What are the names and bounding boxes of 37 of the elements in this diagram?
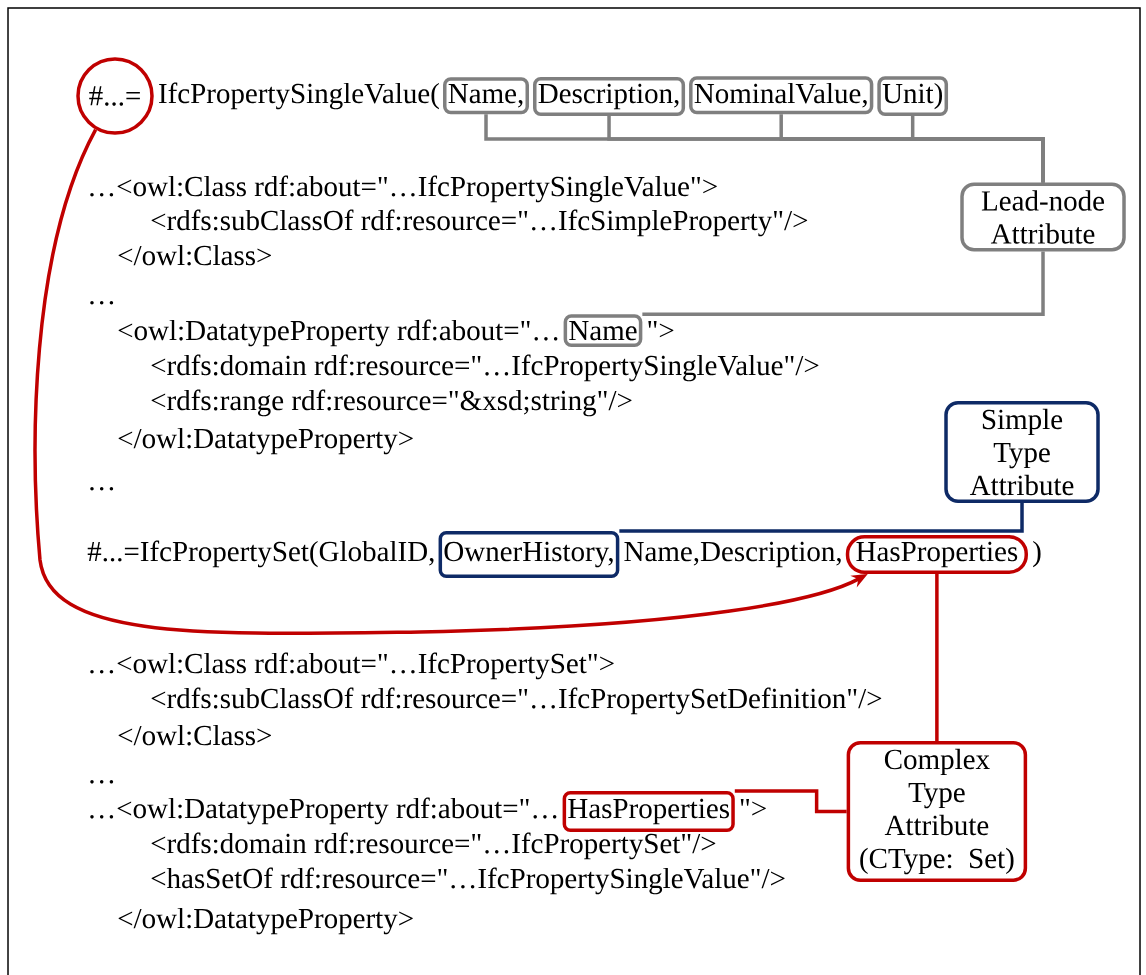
code-text: </owl:Class> [118,724,271,746]
connector-line [734,789,847,814]
highlight-box: NominalValue, [689,76,874,115]
connector-line [642,251,1045,316]
callout-box: Simple Type Attribute [944,401,1100,503]
code-text: …<owl:Class rdf:about="…IfcPropertySet"> [90,652,614,680]
callout-box: Lead-node Attribute [960,182,1126,252]
code-text: … [90,487,114,491]
code-text: <rdfs:subClassOf rdf:resource="…IfcSimpleProperty"/> [151,209,808,237]
code-text: <rdfs:domain rdf:resource="…IfcPropertySingleValue"/> [151,354,819,382]
code-text: IfcPropertySingleValue( [159,82,439,110]
code-text: <owl:DatatypeProperty rdf:about="… [118,319,558,347]
highlight-box: Unit) [877,76,949,116]
code-text: </owl:DatatypeProperty> [118,907,413,935]
code-text: <rdfs:range rdf:resource="&xsd;string"/> [151,389,632,417]
code-text: </owl:DatatypeProperty> [118,427,413,455]
code-text: … [90,301,114,305]
highlight-box: Description, [533,77,686,116]
highlight-box: Name, [443,77,529,115]
code-text: "> [648,321,674,338]
code-text: <rdfs:domain rdf:resource="…IfcPropertySet"/> [151,832,716,860]
highlight-box: OwnerHistory, [438,531,620,578]
highlight-box: HasProperties [562,791,735,832]
code-text: Name,Description, [624,541,841,568]
connector-line [619,502,1024,533]
code-text: <rdfs:subClassOf rdf:resource="…IfcPropertySetDefinition"/> [151,687,882,715]
connector-line [910,115,1045,183]
code-text: …<owl:DatatypeProperty rdf:about="… [90,797,557,825]
code-text: "> [740,799,766,816]
code-text: … [90,780,114,784]
callout-box: Complex Type Attribute (CType: Set) [846,741,1028,882]
code-text: ) [1033,540,1041,568]
highlight-box: Name [563,314,643,348]
code-text: …<owl:Class rdf:about="…IfcPropertySingleValue"> [90,175,717,203]
code-text: <hasSetOf rdf:resource="…IfcPropertySingleValue"/> [151,867,785,895]
connector-line [935,573,939,742]
code-text: </owl:Class> [118,244,271,266]
